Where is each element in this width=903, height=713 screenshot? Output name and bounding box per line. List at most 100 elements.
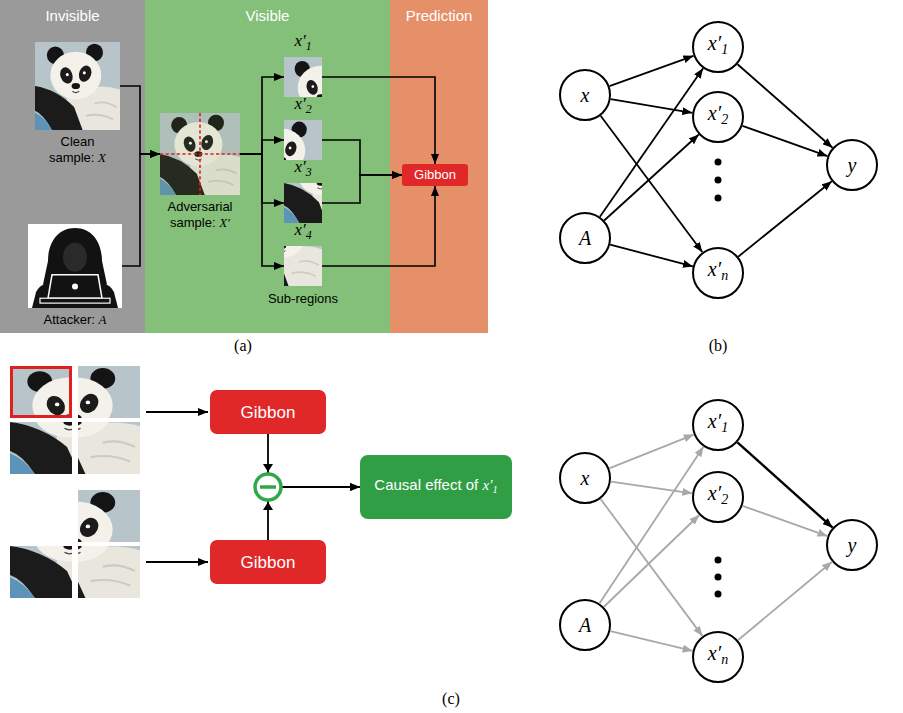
variable-label: x′2 <box>708 482 728 511</box>
class-box: Gibbon <box>210 390 326 434</box>
arrow-connector <box>743 126 828 156</box>
arrow-connector <box>120 86 160 154</box>
variable-symbol: x′1 <box>482 477 497 493</box>
variable-label: A <box>579 614 591 636</box>
variable-label: x′n <box>708 258 728 287</box>
ellipsis-dot <box>715 574 722 581</box>
minus-symbol <box>255 474 281 500</box>
variable-symbol: x <box>581 84 590 106</box>
subscript: 2 <box>721 493 728 508</box>
class-label: Gibbon <box>414 167 456 183</box>
region-band: PredictionGibbon <box>390 0 488 333</box>
arrow-connector <box>610 631 692 651</box>
subscript: 2 <box>721 113 728 128</box>
label-slot: (b) <box>618 337 818 355</box>
variable-symbol: X′ <box>219 215 230 230</box>
arrow-connector <box>601 116 703 252</box>
arrow-connector <box>122 154 160 266</box>
subscript: 1 <box>721 421 728 436</box>
ellipsis-dot <box>715 159 722 166</box>
sub-region-image: x′4 <box>284 246 322 286</box>
variable-circle: y <box>826 139 878 191</box>
arrow-connector <box>604 135 699 221</box>
image-label-slot: Attacker: A <box>25 312 125 328</box>
band-heading-slot: Prediction <box>390 7 488 25</box>
variable-circle: x′2 <box>692 471 744 523</box>
variable-symbol: y <box>848 154 857 176</box>
ellipsis-dot <box>715 195 722 202</box>
image-label-slot: x′4 <box>264 220 342 245</box>
band-heading-slot: Invisible <box>0 7 145 25</box>
variable-circle: x′2 <box>692 91 744 143</box>
subscript: 1 <box>306 39 312 53</box>
ellipsis-dot <box>715 591 722 598</box>
arrow-connector <box>609 435 694 469</box>
variable-circle: x <box>559 69 611 121</box>
image-tile <box>16 370 140 474</box>
input-arrow <box>146 561 208 563</box>
variable-circle: A <box>559 212 611 264</box>
variable-symbol: x′4 <box>294 220 311 239</box>
arrow-head <box>263 464 273 472</box>
image-label-slot: x′2 <box>264 94 342 119</box>
sub-region-image: x′3 <box>284 183 322 223</box>
variable-label: A <box>579 227 591 249</box>
sub-region-label: x′3 <box>294 157 311 176</box>
image-label-slot: x′3 <box>264 157 342 182</box>
label-slot: (c) <box>351 690 551 708</box>
image-label-slot: Clean sample: X <box>43 134 113 166</box>
class-box: Gibbon <box>402 164 468 186</box>
image-caption: Attacker: A <box>44 312 107 327</box>
minus-symbol <box>260 485 276 489</box>
variable-circle: A <box>559 599 611 651</box>
variable-circle: x <box>559 452 611 504</box>
arrow-connector <box>240 77 284 154</box>
variable-symbol: A <box>98 312 106 327</box>
arrow-connector <box>610 245 693 267</box>
image-node: Clean sample: X <box>35 42 120 130</box>
variable-symbol: x′2 <box>294 94 311 113</box>
sub-region-image: x′1 <box>284 57 322 97</box>
arrow-connector <box>738 562 832 641</box>
variable-label: x′2 <box>708 102 728 131</box>
subscript: 2 <box>306 102 312 116</box>
arrow-connector <box>322 77 435 164</box>
arrow-connector <box>240 154 284 266</box>
input-arrow <box>146 411 208 413</box>
ellipsis-dot <box>715 557 722 564</box>
class-label: Gibbon <box>241 402 296 423</box>
variable-label: x <box>581 84 590 106</box>
group-label: Sub-regions <box>268 291 338 306</box>
arrow-connector <box>738 64 833 148</box>
region-band: InvisibleClean sample: X Attacker: A <box>0 0 145 333</box>
ellipsis-dot <box>715 177 722 184</box>
arrow-connector <box>737 442 832 527</box>
image-caption: Adversarial sample: X′ <box>167 199 232 230</box>
variable-symbol: y <box>848 534 857 556</box>
subscript: 1 <box>721 43 728 58</box>
arrow-connector <box>268 487 360 540</box>
subscript: 4 <box>306 228 312 242</box>
variable-symbol: A <box>579 227 591 249</box>
arrow-connector <box>600 68 703 216</box>
panel-caption: (b) <box>709 337 728 354</box>
class-box: Gibbon <box>210 540 326 584</box>
variable-symbol: X <box>98 150 106 165</box>
image-node: Adversarial sample: X′ <box>160 113 240 195</box>
band-heading: Visible <box>246 7 290 24</box>
variable-circle: x′n <box>692 247 744 299</box>
subscript: 1 <box>492 484 497 495</box>
image-node: Attacker: A <box>28 224 122 308</box>
variable-label: y <box>848 534 857 556</box>
variable-label: y <box>848 154 857 176</box>
arrow-connector <box>604 515 700 607</box>
variable-label: x′1 <box>708 32 728 61</box>
variable-symbol: x′1 <box>708 32 728 54</box>
arrow-connector <box>322 140 402 175</box>
sub-region-image: x′2 <box>284 120 322 160</box>
variable-circle: x′1 <box>692 21 744 73</box>
arrow-connector <box>601 499 703 636</box>
